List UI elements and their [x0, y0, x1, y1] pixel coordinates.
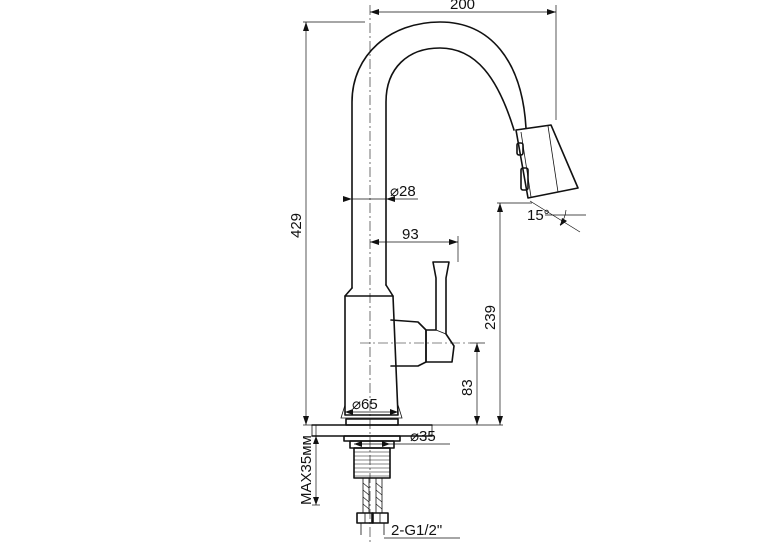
shank-threads: [354, 451, 390, 477]
lever-handle-detail: [435, 329, 447, 335]
base-gasket: [345, 418, 399, 426]
dimensions: 200 429 ⌀28 15° 93 239: [288, 0, 586, 539]
supply-hoses: [356, 478, 389, 535]
dim-lever-height: 83: [459, 379, 476, 396]
hose-braid: [362, 482, 383, 510]
spray-head: [515, 124, 579, 199]
lever-handle: [425, 261, 455, 363]
spout-outer-line: [351, 21, 527, 289]
faucet-body: [344, 295, 399, 416]
spout-collar: [344, 284, 394, 297]
dim-spray-angle: 15°: [527, 207, 550, 224]
dim-spout-diameter: ⌀28: [390, 183, 416, 200]
dim-shank-diameter: ⌀35: [410, 428, 436, 445]
spray-head-band-2: [547, 125, 559, 193]
dim-supply-connections: 2-G1/2": [391, 522, 442, 539]
hose-right: [375, 478, 383, 513]
faucet-outline: [340, 21, 579, 419]
mounting-shank: [343, 435, 401, 479]
dim-base-diameter: ⌀65: [352, 396, 378, 413]
body-base-flare: [340, 404, 403, 419]
dim-max-deck-thickness: MAX35мм: [298, 435, 315, 505]
spout-inner-line: [385, 47, 515, 286]
spray-button-bottom: [520, 167, 529, 191]
spray-button-top: [516, 142, 524, 156]
dim-total-height: 429: [288, 213, 305, 238]
threaded-shank: [353, 447, 391, 479]
dim-handle-offset: 93: [402, 226, 419, 243]
centerlines: [360, 5, 470, 544]
hose-tail: [360, 523, 385, 535]
dim-spout-reach: 200: [450, 0, 475, 13]
dim-spout-outlet-height: 239: [482, 305, 499, 330]
hose-left: [362, 478, 370, 513]
